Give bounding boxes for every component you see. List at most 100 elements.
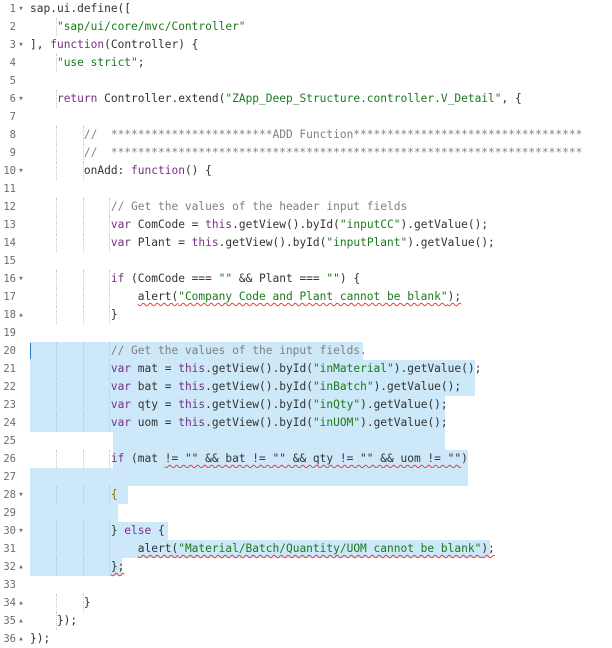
code-line[interactable]: 24 var uom = this.getView().byId("inUOM"… [0, 414, 612, 432]
fold-end-icon[interactable]: ▴ [18, 310, 24, 320]
code-line[interactable]: 30▾ } else { [0, 522, 612, 540]
line-number: 35 [3, 615, 16, 627]
fold-end-icon[interactable]: ▴ [18, 562, 24, 572]
indent-guide [55, 90, 57, 108]
code-line[interactable]: 15 [0, 252, 612, 270]
line-number: 13 [3, 219, 16, 231]
code-token: ).getValue(); [360, 416, 448, 429]
code-token [30, 20, 57, 33]
code-text: var ComCode = this.getView().byId("input… [30, 216, 488, 234]
code-line[interactable]: 9 // ***********************************… [0, 144, 612, 162]
code-line[interactable]: 36▴}); [0, 630, 612, 648]
code-text: }); [30, 630, 50, 648]
code-line[interactable]: 20 // Get the values of the input fields… [0, 342, 612, 360]
code-token: sap.ui.define([ [30, 2, 132, 15]
fold-arrow-icon[interactable]: ▾ [18, 94, 24, 104]
code-token: var [110, 380, 132, 393]
code-line[interactable]: 31 alert("Material/Batch/Quantity/UOM ca… [0, 540, 612, 558]
selection-highlight [30, 504, 118, 522]
code-line[interactable]: 6▾ return Controller.extend("ZApp_Deep_S… [0, 90, 612, 108]
indent-guide [55, 288, 57, 306]
line-number: 29 [3, 507, 16, 519]
code-line[interactable]: 16▾ if (ComCode === "" && Plant === "") … [0, 270, 612, 288]
code-token [30, 362, 111, 375]
code-text: "use strict"; [30, 54, 145, 72]
fold-end-icon[interactable]: ▴ [18, 616, 24, 626]
indent-guide [82, 162, 84, 180]
code-token: ; [137, 56, 145, 69]
code-line[interactable]: 11 [0, 180, 612, 198]
code-text: alert("Material/Batch/Quantity/UOM canno… [30, 540, 495, 558]
code-line[interactable]: 14 var Plant = this.getView().byId("inpu… [0, 234, 612, 252]
code-line[interactable]: 34▴ } [0, 594, 612, 612]
code-line[interactable]: 25 [0, 432, 612, 450]
line-number: 1 [9, 3, 16, 15]
code-line[interactable]: 28▾ { [0, 486, 612, 504]
line-number: 8 [9, 129, 16, 141]
code-text: "sap/ui/core/mvc/Controller" [30, 18, 246, 36]
fold-arrow-icon[interactable]: ▾ [18, 526, 24, 536]
code-token [30, 272, 111, 285]
code-token: "inMaterial" [312, 362, 394, 375]
text-cursor [30, 343, 31, 359]
fold-arrow-icon[interactable]: ▾ [18, 40, 24, 50]
indent-guide [82, 396, 84, 414]
code-line[interactable]: 13 var ComCode = this.getView().byId("in… [0, 216, 612, 234]
code-line[interactable]: 12 // Get the values of the header input… [0, 198, 612, 216]
code-line[interactable]: 27 [0, 468, 612, 486]
code-line[interactable]: 33 [0, 576, 612, 594]
indent-guide [55, 486, 57, 504]
code-token: var [110, 416, 132, 429]
code-line[interactable]: 3▾], function(Controller) { [0, 36, 612, 54]
fold-end-icon[interactable]: ▴ [18, 598, 24, 608]
code-token: { [151, 524, 165, 537]
code-line[interactable]: 7 [0, 108, 612, 126]
indent-guide [82, 234, 84, 252]
code-line[interactable]: 35▴ }); [0, 612, 612, 630]
selection-highlight [30, 486, 128, 504]
code-line[interactable]: 29 [0, 504, 612, 522]
line-number: 18 [3, 309, 16, 321]
code-line[interactable]: 21 var mat = this.getView().byId("inMate… [0, 360, 612, 378]
code-line[interactable]: 4 "use strict"; [0, 54, 612, 72]
code-text: return Controller.extend("ZApp_Deep_Stru… [30, 90, 522, 108]
code-text: var qty = this.getView().byId("inQty").g… [30, 396, 448, 414]
indent-guide [55, 270, 57, 288]
code-token: ); [447, 290, 462, 303]
fold-arrow-icon[interactable]: ▾ [18, 4, 24, 14]
code-token: Controller.extend( [97, 92, 226, 105]
code-line[interactable]: 10▾ onAdd: function() { [0, 162, 612, 180]
code-token: // ************************ADD Function*… [83, 128, 583, 141]
indent-guide [82, 288, 84, 306]
code-token: "inputCC" [339, 218, 401, 231]
fold-arrow-icon[interactable]: ▾ [18, 274, 24, 284]
indent-guide [109, 414, 111, 432]
code-token: var [110, 398, 132, 411]
indent-guide [109, 198, 111, 216]
code-token: ).getValue(); [393, 362, 482, 375]
fold-arrow-icon[interactable]: ▾ [18, 166, 24, 176]
code-token: function [50, 38, 105, 51]
selection-highlight [30, 414, 445, 432]
indent-guide [82, 486, 84, 504]
code-text: // Get the values of the header input fi… [30, 198, 407, 216]
code-line[interactable]: 5 [0, 72, 612, 90]
code-line[interactable]: 17 alert("Company Code and Plant cannot … [0, 288, 612, 306]
code-line[interactable]: 23 var qty = this.getView().byId("inQty"… [0, 396, 612, 414]
code-token [30, 488, 111, 501]
code-line[interactable]: 32▴ }; [0, 558, 612, 576]
code-text: if (ComCode === "" && Plant === "") { [30, 270, 360, 288]
code-line[interactable]: 18▴ } [0, 306, 612, 324]
code-line[interactable]: 22 var bat = this.getView().byId("inBatc… [0, 378, 612, 396]
fold-arrow-icon[interactable]: ▾ [18, 490, 24, 500]
code-line[interactable]: 2 "sap/ui/core/mvc/Controller" [0, 18, 612, 36]
code-token: ) [461, 452, 468, 465]
code-token: uom = [131, 416, 179, 429]
fold-end-icon[interactable]: ▴ [18, 634, 24, 644]
code-line[interactable]: 1▾ sap.ui.define([ [0, 0, 612, 18]
code-line[interactable]: 26 if (mat != "" && bat != "" && qty != … [0, 450, 612, 468]
code-line[interactable]: 19 [0, 324, 612, 342]
code-line[interactable]: 8 // ************************ADD Functio… [0, 126, 612, 144]
code-token: return [56, 92, 98, 105]
